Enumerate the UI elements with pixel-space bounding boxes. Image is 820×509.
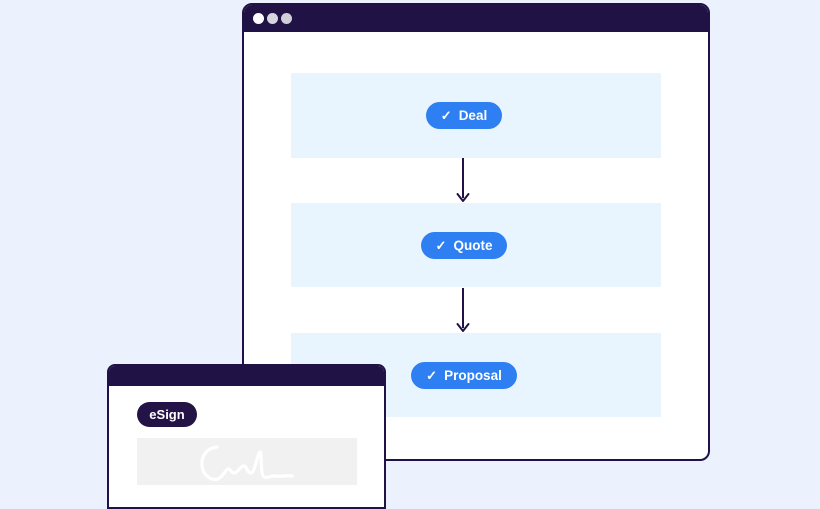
- deal-button[interactable]: ✓ Deal: [425, 102, 503, 129]
- quote-button[interactable]: ✓ Quote: [420, 231, 508, 259]
- check-icon: ✓: [440, 108, 452, 123]
- esign-badge-label: eSign: [149, 407, 185, 422]
- flow-panel-deal: ✓ Deal: [291, 73, 661, 158]
- proposal-button[interactable]: ✓ Proposal: [411, 361, 517, 389]
- window-controls: [253, 13, 292, 24]
- flow-panel-quote: ✓ Quote: [291, 203, 661, 287]
- proposal-button-label: Proposal: [444, 367, 502, 383]
- deal-button-label: Deal: [458, 108, 488, 123]
- arrow-down-icon: [456, 288, 470, 332]
- signature-scribble-icon: [200, 444, 294, 481]
- window-control-dot[interactable]: [281, 13, 292, 24]
- esign-titlebar: [109, 366, 384, 386]
- esign-badge: eSign: [137, 402, 197, 427]
- esign-window: eSign: [107, 364, 386, 509]
- browser-titlebar: [244, 5, 708, 32]
- check-icon: ✓: [435, 237, 447, 253]
- arrow-down-icon: [456, 158, 470, 202]
- window-control-dot[interactable]: [253, 13, 264, 24]
- check-icon: ✓: [426, 367, 438, 383]
- window-control-dot[interactable]: [267, 13, 278, 24]
- quote-button-label: Quote: [453, 237, 493, 253]
- signature-pad[interactable]: [137, 438, 357, 485]
